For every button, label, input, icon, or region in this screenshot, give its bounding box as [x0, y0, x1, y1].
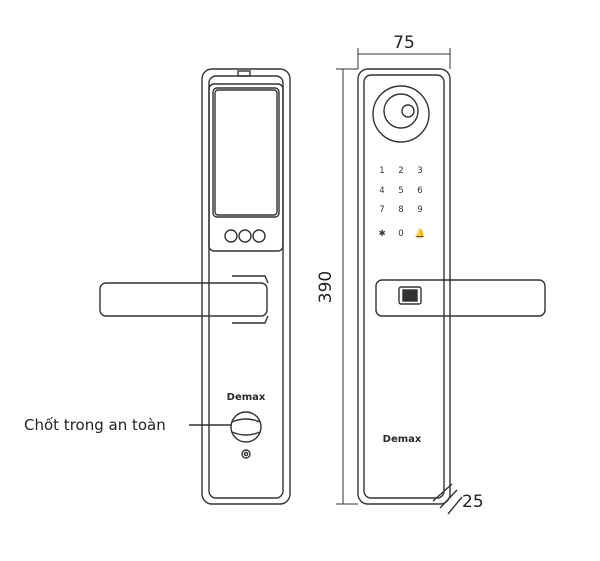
height-label: 390 [316, 271, 336, 303]
keypad-key[interactable]: 4 [379, 186, 384, 196]
screen-frame [212, 87, 280, 218]
dimension-lines [336, 48, 451, 505]
interior-body-outer [201, 68, 291, 505]
keypad-key[interactable]: 🔔 [415, 228, 426, 239]
depth-tick [439, 489, 458, 509]
brand-logo-exterior: Demax [383, 434, 422, 445]
keypad: 1 2 3 4 5 6 7 8 9 ✱ 0 🔔 [378, 166, 425, 239]
camera-sensor [401, 104, 415, 118]
keypad-key[interactable]: 8 [398, 205, 403, 215]
callout-label: Chốt trong an toàn [24, 416, 166, 434]
exterior-handle[interactable] [375, 279, 546, 317]
depth-line-2 [447, 496, 463, 515]
top-latch [237, 70, 251, 77]
keypad-key[interactable]: 0 [398, 229, 403, 239]
keypad-key[interactable]: 9 [417, 205, 422, 215]
fingerprint-window [402, 289, 418, 302]
panel-button-2[interactable] [238, 229, 252, 243]
exterior-view [357, 68, 546, 515]
width-label: 75 [393, 33, 415, 53]
exterior-body-inner [363, 74, 445, 499]
fingerprint-sensor[interactable] [398, 286, 422, 305]
keypad-key[interactable]: 6 [417, 186, 422, 196]
camera-ring [372, 85, 430, 143]
keypad-key[interactable]: 3 [417, 166, 422, 176]
exterior-body-outer [357, 68, 451, 505]
interior-handle[interactable] [99, 282, 268, 317]
handle-rose [232, 275, 269, 324]
keypad-key[interactable]: 7 [379, 205, 384, 215]
screen-panel [208, 83, 284, 252]
keypad-key[interactable]: ✱ [378, 229, 385, 239]
emergency-keyhole-inner [243, 451, 249, 457]
keypad-key[interactable]: 2 [398, 166, 403, 176]
keypad-key[interactable]: 1 [379, 166, 384, 176]
brand-logo-interior: Demax [227, 392, 266, 403]
panel-button-3[interactable] [252, 229, 266, 243]
camera-lens [383, 93, 419, 129]
keypad-key[interactable]: 5 [398, 186, 403, 196]
depth-line-1 [432, 483, 453, 502]
screen [214, 89, 278, 216]
emergency-keyhole [241, 449, 251, 459]
thumb-turn[interactable] [230, 411, 262, 443]
panel-button-1[interactable] [224, 229, 238, 243]
depth-label: 25 [462, 492, 484, 512]
interior-view [99, 68, 291, 505]
thumb-turn-lines [231, 418, 261, 436]
